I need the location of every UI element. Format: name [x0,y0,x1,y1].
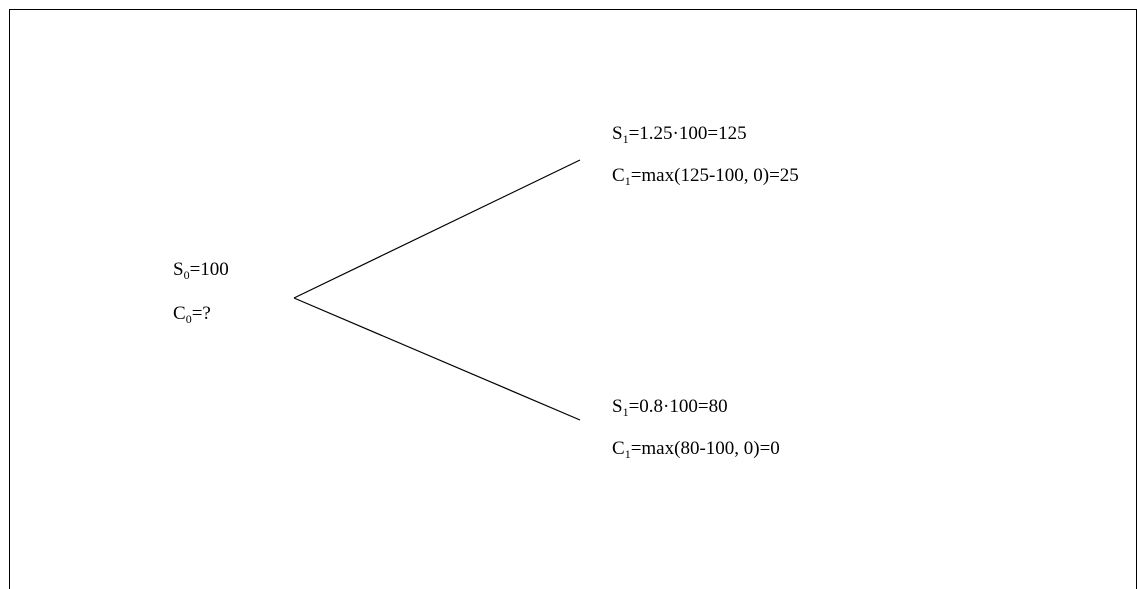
root-call-subscript: 0 [185,312,192,326]
down-call-expr: =max(80-100, 0)=0 [630,438,780,459]
up-call-subscript: 1 [624,174,631,188]
up-call-symbol: C [612,165,625,186]
root-stock-expr: =100 [189,259,229,280]
root-stock-symbol: S [173,259,184,280]
down-call-payoff: C1=max(80-100, 0)=0 [612,438,780,461]
down-stock-expr: =0.8·100=80 [628,396,728,417]
up-call-expr: =max(125-100, 0)=25 [630,165,799,186]
up-stock-expr: =1.25·100=125 [628,123,747,144]
down-call-symbol: C [612,438,625,459]
root-stock-price: S0=100 [173,259,229,282]
down-stock-price: S1=0.8·100=80 [612,396,728,419]
root-call-expr: =? [191,303,211,324]
down-branch [293,297,581,421]
up-stock-price: S1=1.25·100=125 [612,123,747,146]
down-stock-subscript: 1 [622,405,629,419]
up-stock-symbol: S [612,123,623,144]
up-stock-subscript: 1 [622,132,629,146]
up-call-payoff: C1=max(125-100, 0)=25 [612,165,799,188]
root-call-symbol: C [173,303,186,324]
down-stock-symbol: S [612,396,623,417]
root-call-price: C0=? [173,303,211,326]
root-stock-subscript: 0 [183,268,190,282]
up-branch [293,159,581,299]
down-call-subscript: 1 [624,447,631,461]
